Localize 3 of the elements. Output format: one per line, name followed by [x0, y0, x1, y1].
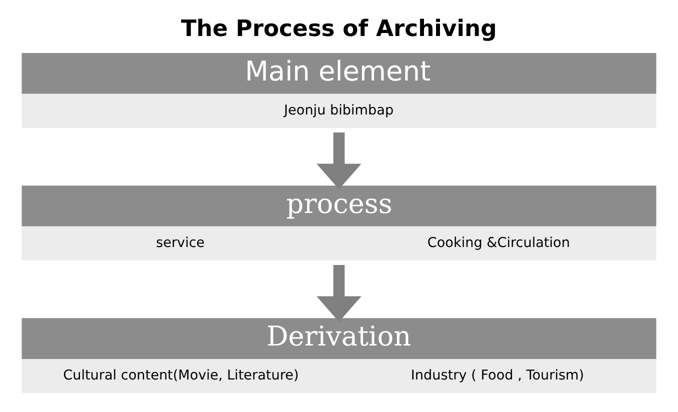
arrow [316, 265, 362, 322]
diagram-title: The Process of Archiving [180, 16, 497, 42]
arrow [316, 132, 362, 190]
